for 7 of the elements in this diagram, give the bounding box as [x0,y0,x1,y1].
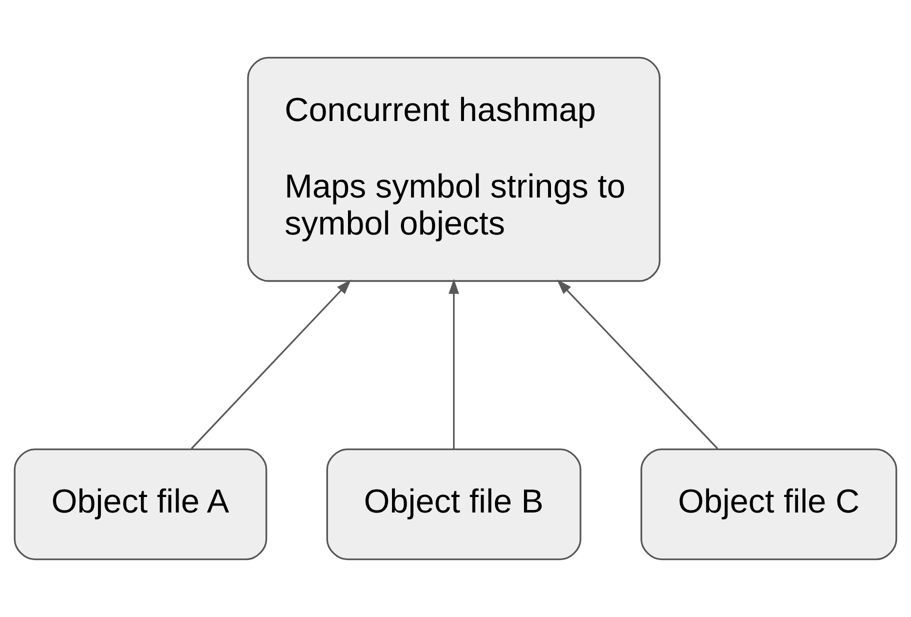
arrow [556,280,718,450]
arrow [190,280,352,450]
node-box: Object file C [640,448,898,560]
arrow [448,278,460,449]
node-box: Concurrent hashmap Maps symbol strings to symbol objects [247,56,660,282]
node-box: Object file A [14,448,268,560]
node-box: Object file B [326,448,582,560]
